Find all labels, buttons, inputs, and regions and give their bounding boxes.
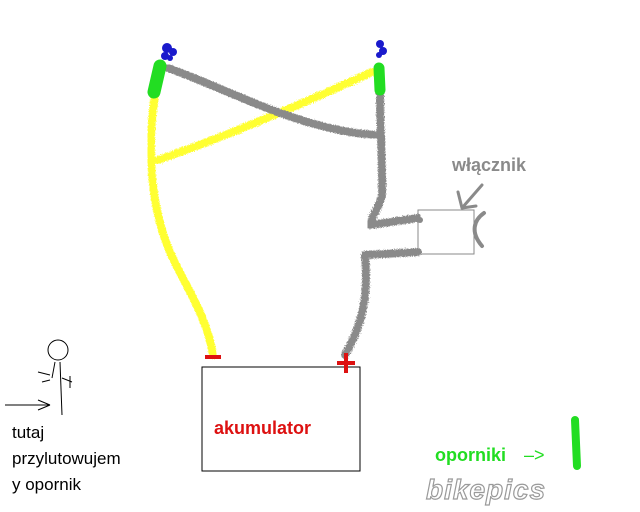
resistor-left [147,59,167,99]
positive-terminal-sign [337,353,355,373]
switch-box [417,209,475,255]
switch-lever [472,211,486,248]
solder-note-line: tutaj [12,423,45,442]
yellow-wire-main [147,91,217,359]
switch-label: włącznik [451,155,527,175]
bikepics-watermark: bikepics [426,474,546,505]
gray-wire-cross [164,64,379,139]
yellow-wire-cross [154,68,376,164]
solder-note-line: y opornik [12,475,81,494]
resistor-legend-swatch [571,416,581,470]
solder-note: tutaj przylutowujem y opornik [12,420,202,498]
bulb-terminal-right [376,40,387,58]
battery-label: akumulator [214,418,311,438]
stick-figure-doodle [37,339,73,416]
pointer-arrow-left [5,399,51,411]
bulb-terminal-left [161,43,177,61]
battery-box [201,366,361,472]
resistor-right [373,62,386,96]
gray-wire-to-battery [341,248,422,359]
solder-note-line: przylutowujem [12,449,121,468]
resistors-label: oporniki [435,445,506,465]
switch-pointer-arrow [456,183,484,210]
gray-wire-right [366,88,422,229]
switch-contact [417,217,423,223]
resistors-arrow: –> [524,445,545,465]
